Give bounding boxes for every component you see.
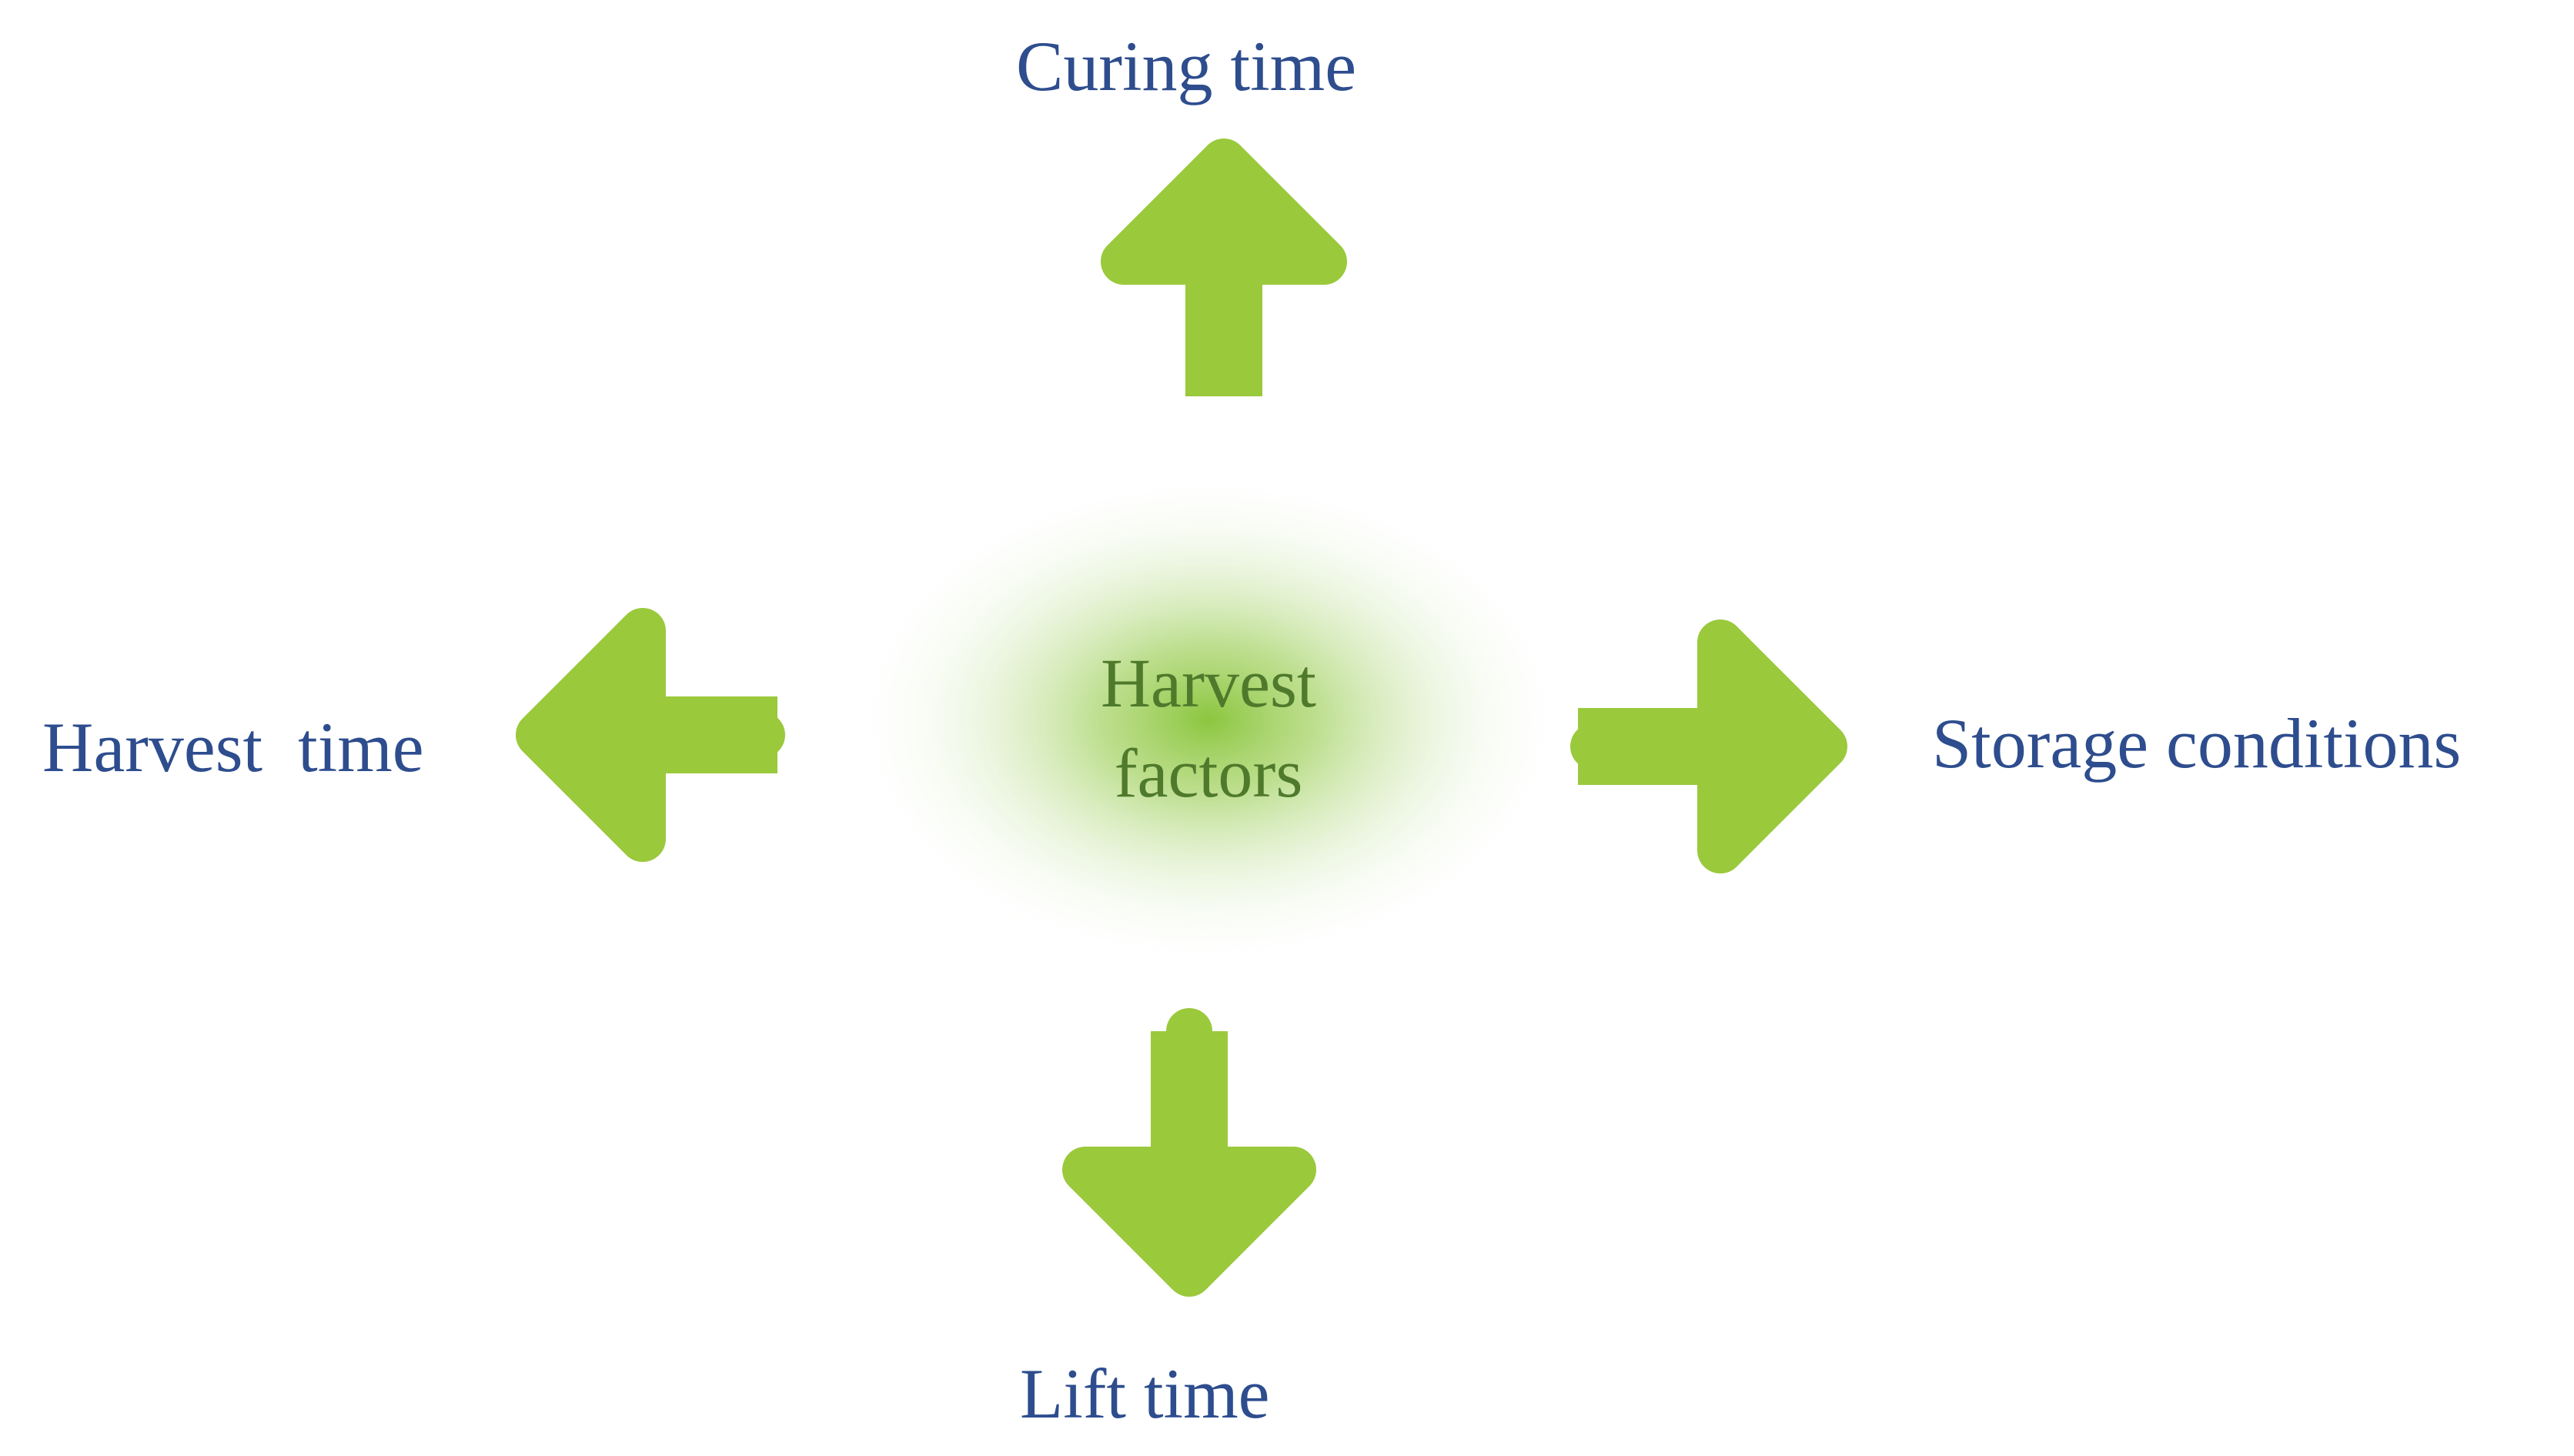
center-label-line-1: Harvest xyxy=(1101,646,1316,722)
factor-label-storage-conditions: Storage conditions xyxy=(1932,704,2462,783)
arrow-down-icon xyxy=(1062,1008,1316,1297)
factor-label-lift-time: Lift time xyxy=(1020,1354,1270,1433)
factor-label-curing-time: Curing time xyxy=(1016,27,1357,105)
arrow-right-icon xyxy=(1570,619,1847,873)
factor-label-harvest-time: Harvest time xyxy=(42,708,424,786)
center-label: Harvest factors xyxy=(978,639,1439,819)
center-glow xyxy=(847,469,1570,970)
center-label-line-2: factors xyxy=(1114,736,1303,812)
arrow-left-icon xyxy=(516,608,785,862)
arrow-up-icon xyxy=(1101,139,1347,396)
